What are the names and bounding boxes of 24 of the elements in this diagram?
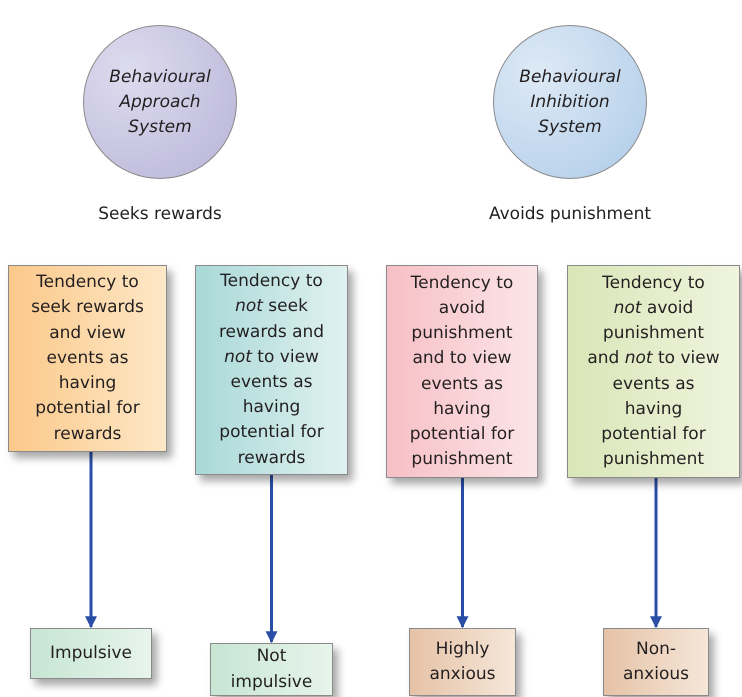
outcome-box bbox=[30, 628, 152, 679]
box-text: Tendency to seek rewards and view events as having potential for rewards bbox=[30, 271, 145, 446]
tendency-box bbox=[8, 265, 167, 452]
arrow bbox=[456, 478, 468, 628]
tendency-box bbox=[386, 265, 538, 478]
arrow bbox=[85, 452, 97, 628]
box-text: Highly anxious bbox=[428, 638, 496, 686]
box-text: Non-anxious bbox=[622, 638, 690, 686]
box-text: Tendency to avoid punishment and to view events as having potential for punishment bbox=[408, 272, 516, 472]
system-name: Behavioural Inhibition System bbox=[518, 66, 622, 138]
arrow bbox=[650, 478, 662, 628]
box-text: Impulsive bbox=[50, 642, 132, 665]
outcome-box bbox=[409, 628, 516, 696]
system-caption: Seeks rewards bbox=[98, 204, 222, 224]
box-text: Tendency to not avoid punishment and not to view events as having potential for punishment bbox=[586, 272, 721, 472]
system-name: Behavioural Approach System bbox=[108, 66, 212, 138]
tendency-box bbox=[567, 265, 740, 478]
system-caption: Avoids punishment bbox=[488, 204, 652, 224]
arrow bbox=[266, 475, 278, 644]
box-text: Not impulsive bbox=[230, 645, 314, 694]
outcome-box bbox=[603, 628, 709, 696]
box-text: Tendency to not seek rewards and not to view events as having potential for rewards bbox=[218, 270, 326, 470]
outcome-box bbox=[210, 643, 333, 696]
tendency-box bbox=[195, 265, 348, 475]
